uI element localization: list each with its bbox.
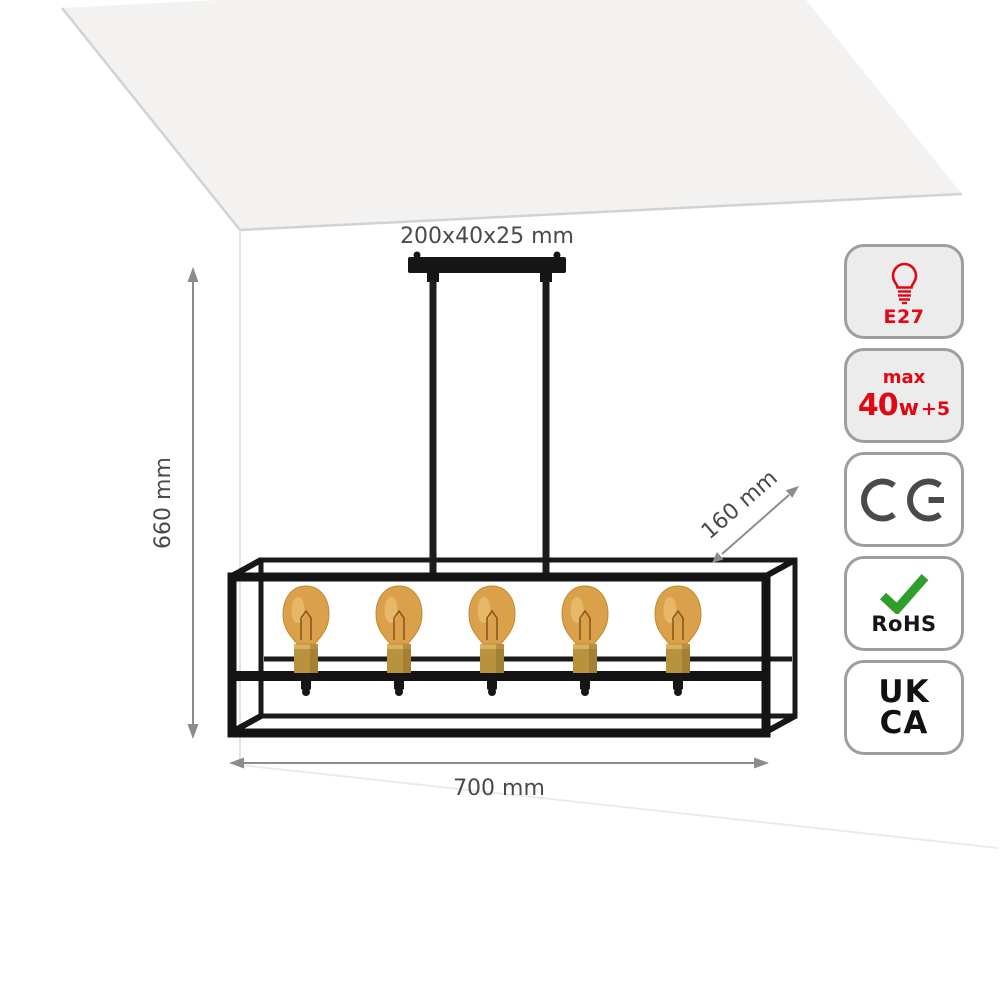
socket-knob-tip	[674, 688, 682, 696]
glass-highlight	[384, 597, 398, 623]
socket-knob-tip	[488, 688, 496, 696]
arrow-right-icon	[754, 757, 769, 769]
floor-line	[239, 764, 999, 849]
socket-highlight	[294, 644, 318, 649]
ceiling-mount	[408, 251, 566, 578]
arrow-up-icon	[187, 267, 199, 282]
edison-bulb	[282, 585, 330, 696]
ukca-line1: UK	[878, 673, 930, 710]
socket-knob	[580, 675, 590, 690]
bulb-filament	[672, 609, 684, 640]
bulb-glass	[282, 585, 330, 645]
socket-knob	[301, 675, 311, 690]
socket-highlight	[573, 644, 597, 649]
e27-bulb-icon	[891, 262, 918, 305]
glass-highlight	[291, 597, 305, 623]
arrow-up-right-icon	[785, 486, 799, 498]
socket-shade	[403, 644, 411, 673]
max-wattage-value: 40	[857, 387, 899, 423]
socket-knob-tip	[302, 688, 310, 696]
ceiling-edge-left	[61, 7, 241, 231]
rod-connector-right	[540, 272, 552, 282]
bulb-glass	[561, 585, 609, 645]
socket-shade	[682, 644, 690, 673]
e27-label: E27	[883, 306, 925, 328]
glass-highlight	[663, 597, 677, 623]
bulb-filament	[300, 609, 312, 640]
mount-screw-right	[553, 251, 561, 259]
rod-connector-left	[427, 272, 439, 282]
bulb-filament	[393, 609, 405, 640]
height-dimension: 660 mm	[151, 267, 199, 739]
plate-dimension-label: 200x40x25 mm	[400, 224, 574, 249]
ceiling-plane	[62, 0, 962, 230]
badge-ukca: UK CA	[844, 660, 964, 755]
rohs-label: RoHS	[871, 611, 937, 636]
badge-rohs: RoHS	[844, 556, 964, 651]
checkmark-icon	[879, 573, 929, 614]
glass-highlight	[477, 597, 491, 623]
width-dimension-label: 700 mm	[453, 776, 545, 801]
bulb-glass	[654, 585, 702, 645]
bulb-glass	[468, 585, 516, 645]
max-wattage-count: +5	[920, 397, 951, 420]
socket-highlight	[480, 644, 504, 649]
plate-dimension: 200x40x25 mm	[400, 224, 574, 249]
mount-screw-left	[413, 251, 421, 259]
bulb-glass	[375, 585, 423, 645]
frame-front	[227, 572, 771, 738]
socket-shade	[310, 644, 318, 673]
depth-dimension-label: 160 mm	[697, 466, 783, 545]
ukca-line2: CA	[879, 704, 929, 741]
socket-knob	[673, 675, 683, 690]
socket-shade	[589, 644, 597, 673]
suspension-rod-right	[542, 280, 550, 578]
certification-badges: E27 max 40w+5 CE RoHS UK CA	[844, 244, 964, 755]
frame-back	[258, 557, 798, 719]
socket-knob	[487, 675, 497, 690]
max-wattage-unit: w	[898, 395, 919, 421]
socket-knob	[394, 675, 404, 690]
bulb-filament	[579, 609, 591, 640]
socket-knob-tip	[581, 688, 589, 696]
ce-mark-icon: CE	[861, 478, 944, 521]
socket-highlight	[387, 644, 411, 649]
edison-bulb	[654, 585, 702, 696]
edison-bulb	[375, 585, 423, 696]
suspension-rod-left	[429, 280, 437, 578]
glass-highlight	[570, 597, 584, 623]
max-wattage-prefix: max	[882, 367, 926, 389]
width-dimension: 700 mm	[229, 757, 769, 801]
socket-knob-tip	[395, 688, 403, 696]
depth-dimension: 160 mm	[697, 466, 799, 563]
arrow-down-icon	[187, 724, 199, 739]
socket-shade	[496, 644, 504, 673]
arrow-left-icon	[229, 757, 244, 769]
height-dimension-label: 660 mm	[151, 457, 176, 549]
edison-bulb	[561, 585, 609, 696]
arrow-down-left-icon	[712, 552, 724, 563]
bulb-filament	[486, 609, 498, 640]
ceiling-mount-plate	[408, 257, 566, 273]
badge-ce: CE	[844, 452, 964, 547]
edison-bulb	[468, 585, 516, 696]
depth-dimension-line	[721, 494, 790, 555]
socket-highlight	[666, 644, 690, 649]
ceiling-edge-right	[239, 192, 963, 232]
badge-e27: E27	[844, 244, 964, 339]
